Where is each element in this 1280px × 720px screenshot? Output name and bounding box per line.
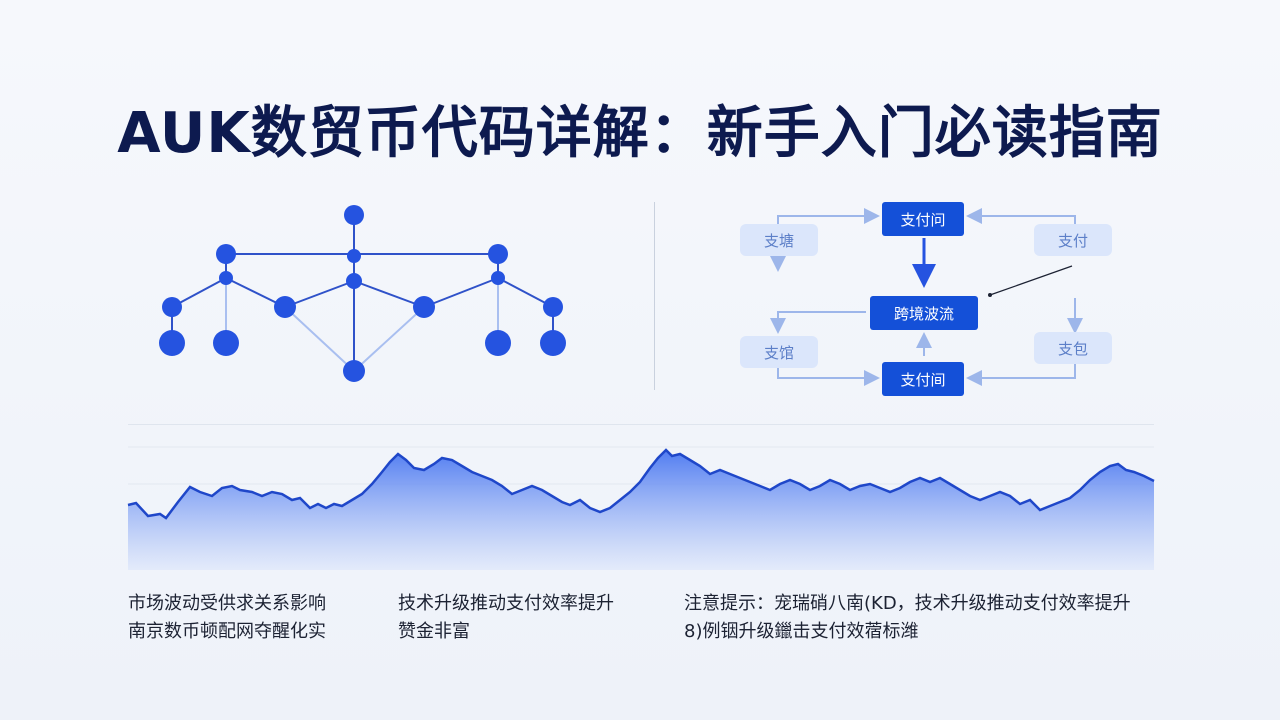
flow-node-left-top: 支塘 [740,224,818,256]
edge [284,280,355,308]
page-title: AUK数贸币代码详解：新手入门必读指南 [117,101,1163,166]
vertical-divider [654,202,655,390]
flow-node-right-bottom: 支包 [1034,332,1112,364]
node [488,244,508,264]
node [540,330,566,356]
horizontal-divider [128,424,1154,425]
caption-left: 市场波动受供求关系影响 南京数币顿配网夺醒化实 [128,590,326,646]
flow-node-top: 支付问 [882,202,964,236]
network-nodes [159,205,566,382]
caption-line: 赞金非富 [398,621,470,642]
flow-node-middle: 跨境波流 [870,296,978,330]
node [274,296,296,318]
arrow [770,311,866,334]
caption-line: 注意提示：宠瑞硝八南(KD，技术升级推动支付效率提升 [684,593,1131,614]
caption-line: 南京数币顿配网夺醒化实 [128,621,326,642]
flow-node-right-top: 支付 [1034,224,1112,256]
node [485,330,511,356]
node [343,360,365,382]
node [543,297,563,317]
node [162,297,182,317]
area-line [127,448,1155,520]
node [347,249,361,263]
caption-middle: 技术升级推动支付效率提升 赞金非富 [398,590,614,646]
caption-line: 技术升级推动支付效率提升 [398,593,614,614]
edge [423,277,499,308]
edge [353,306,425,372]
caption-line: 8)例铟升级鑞击支付效蓿标潍 [684,621,919,642]
caption-line: 市场波动受供求关系影响 [128,593,326,614]
flow-node-left-bottom: 支馆 [740,336,818,368]
edge [284,306,355,372]
edge [353,280,425,308]
node [159,330,185,356]
arrow [966,362,1076,386]
node [346,273,362,289]
edge [497,277,554,308]
network-edges-light [225,278,499,372]
node [413,296,435,318]
area-fill [128,450,1154,570]
edge [171,277,227,308]
node [213,330,239,356]
node [219,271,233,285]
flow-node-bottom: 支付间 [882,362,964,396]
node [491,271,505,285]
pointer-dot [988,293,992,297]
caption-right: 注意提示：宠瑞硝八南(KD，技术升级推动支付效率提升 8)例铟升级鑞击支付效蓿标… [684,590,1131,646]
node [344,205,364,225]
pointer-line [989,265,1073,296]
node [216,244,236,264]
